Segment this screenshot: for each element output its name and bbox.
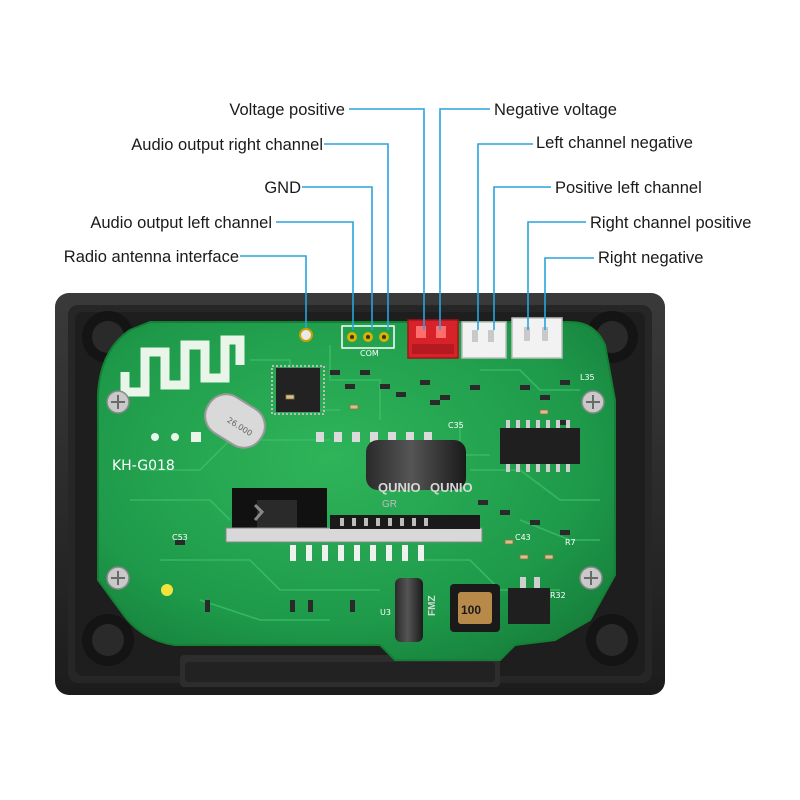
wifi-antenna-trace — [120, 335, 245, 397]
status-led — [161, 584, 173, 596]
inductor: 100 — [450, 584, 500, 632]
audio-right-label: Audio output right channel — [131, 136, 323, 154]
gnd-label: GND — [264, 179, 301, 197]
audio-header: COM — [341, 325, 395, 358]
capacitor-brand-label-2: QUNIO — [430, 480, 473, 495]
r32-silk-label: R32 — [550, 591, 566, 600]
small-capacitor: FMZ — [395, 578, 438, 642]
screw-icon — [106, 390, 605, 590]
capacitor-brand-label: QUNIO — [378, 480, 421, 495]
left-positive-label: Positive left channel — [555, 179, 702, 197]
l35-silk-label: L35 — [580, 373, 595, 382]
capacitor-code-label: GR — [382, 499, 397, 510]
leader-lines — [240, 108, 594, 330]
crystal-oscillator: 26.000 — [204, 393, 266, 449]
smd-components — [175, 370, 570, 612]
small-cap-brand-label: FMZ — [427, 595, 438, 616]
u3-silk-label: U3 — [380, 608, 391, 617]
radio-antenna-label: Radio antenna interface — [64, 248, 239, 266]
audio-left-label: Audio output left channel — [90, 214, 272, 232]
amplifier-chip — [500, 420, 580, 472]
inductor-value-label: 100 — [461, 603, 481, 617]
voltage-positive-label: Voltage positive — [229, 101, 345, 119]
left-speaker-connector — [461, 321, 507, 359]
slot-pins — [290, 545, 424, 561]
c53-silk-label: C53 — [172, 533, 188, 542]
antenna-pad — [299, 328, 313, 342]
right-negative-label: Right negative — [598, 249, 704, 267]
electrolytic-capacitor: QUNIO QUNIO GR — [366, 440, 473, 510]
regulator-chip — [508, 577, 550, 624]
card-slot — [225, 488, 483, 543]
pin-header — [316, 432, 432, 442]
com-silk-label: COM — [360, 349, 379, 358]
r7-silk-label: R7 — [565, 538, 576, 547]
negative-voltage-label: Negative voltage — [494, 101, 617, 119]
c35-silk-label: C35 — [448, 421, 464, 430]
right-speaker-connector — [511, 317, 563, 359]
right-positive-label: Right channel positive — [590, 214, 751, 232]
c43-silk-label: C43 — [515, 533, 531, 542]
board-model-label: KH-G018 — [112, 458, 175, 474]
pcb-board: 26.000 KH-G018 COM — [97, 317, 616, 661]
left-negative-label: Left channel negative — [536, 134, 693, 152]
power-connector — [407, 319, 459, 359]
wifi-chip — [271, 365, 325, 415]
